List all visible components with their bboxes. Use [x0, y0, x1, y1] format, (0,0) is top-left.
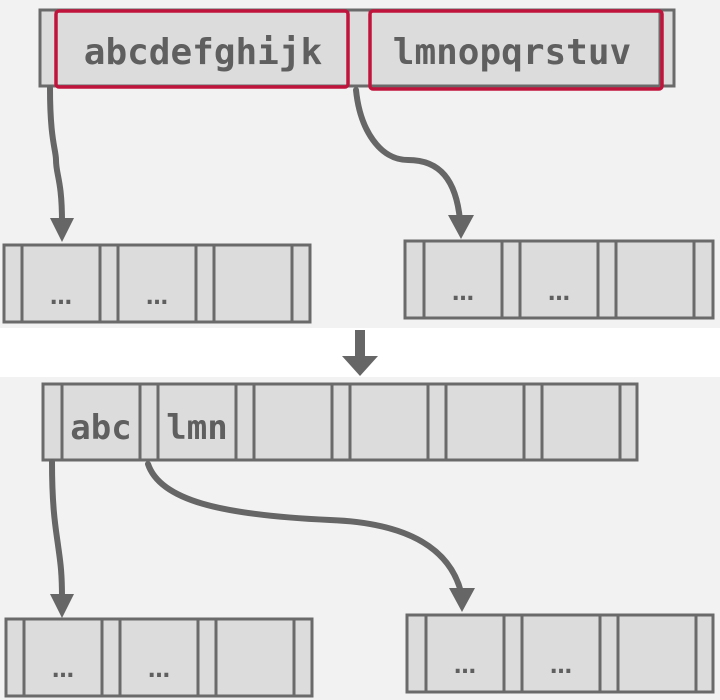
before-root-key-highlight-1 [54, 9, 350, 89]
after-left-child-node: … … [4, 617, 314, 698]
after-right-arrowhead-icon [449, 588, 475, 612]
before-root-node: abcdefghijk lmnopqrstuv [38, 8, 676, 91]
before-root-key-1: abcdefghijk [84, 32, 323, 73]
after-root-key-2: lmn [166, 408, 227, 448]
after-right-child-node: … … [405, 613, 715, 694]
before-left-pointer [47, 85, 65, 225]
before-right-child-node: … … [403, 239, 715, 320]
before-left-child-key-1: … [50, 285, 72, 310]
after-left-arrowhead-icon [50, 594, 74, 618]
before-left-child-key-2: … [146, 285, 168, 310]
before-right-pointer [353, 87, 463, 223]
after-right-pointer [145, 461, 464, 595]
before-left-arrowhead-icon [50, 218, 74, 242]
after-root-key-1: abc [70, 408, 131, 448]
before-right-arrowhead-icon [448, 215, 474, 239]
before-root-key-2: lmnopqrstuv [393, 32, 631, 73]
before-root-key-highlight-2 [368, 9, 664, 91]
down-arrow-icon [342, 330, 378, 376]
after-right-child-key-2: … [550, 654, 572, 679]
after-root-node: abc lmn [41, 382, 639, 462]
after-left-child-key-1: … [52, 658, 74, 683]
before-right-child-key-2: … [548, 281, 570, 306]
after-right-child-key-1: … [454, 654, 476, 679]
before-left-child-node: … … [2, 243, 312, 324]
before-right-child-key-1: … [452, 281, 474, 306]
after-left-pointer [49, 459, 65, 601]
after-left-child-key-2: … [148, 658, 170, 683]
